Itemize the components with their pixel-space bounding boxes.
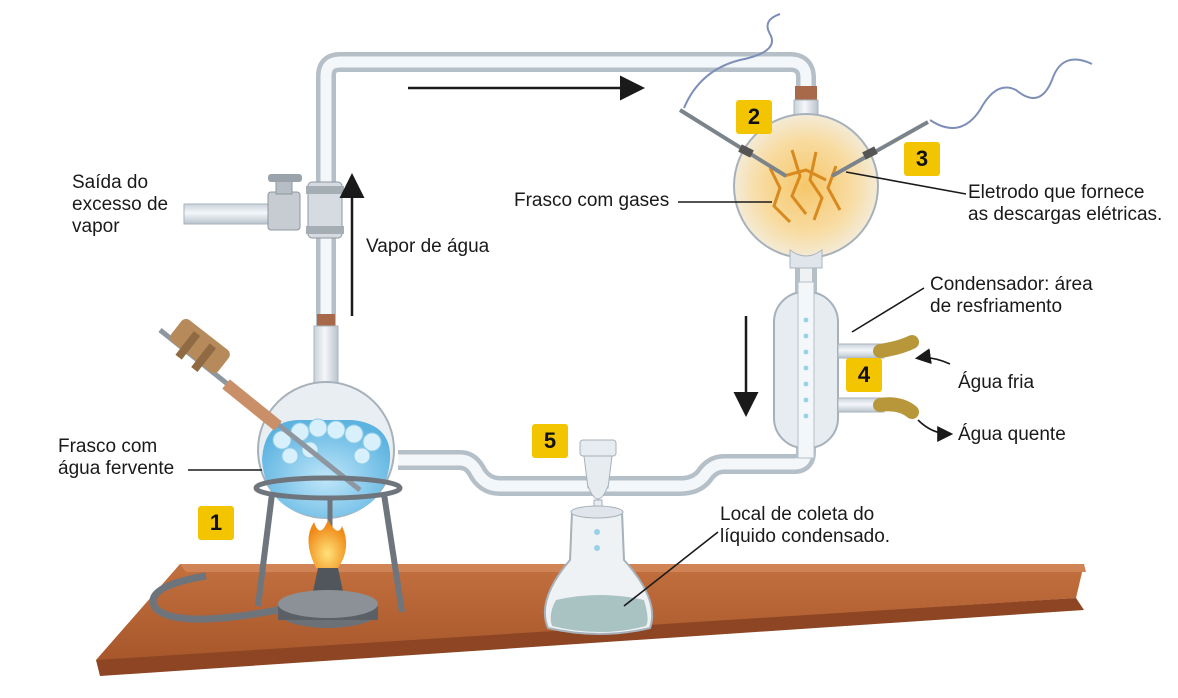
condenser-label: Condensador: área de resfriamento — [930, 274, 1093, 317]
badge-2: 2 — [736, 100, 772, 134]
badge-4: 4 — [846, 358, 882, 392]
flame — [308, 520, 347, 568]
collection-label: Local de coleta do líquido condensado. — [720, 504, 891, 547]
rubber-stopper — [170, 318, 230, 374]
badge-5: 5 — [532, 424, 568, 458]
steam-outlet-valve — [183, 174, 344, 239]
joint-ring — [317, 314, 335, 328]
collection-trap — [579, 439, 617, 515]
electric-discharge — [768, 149, 842, 224]
bunsen-burner — [149, 568, 378, 628]
electrodes — [678, 108, 929, 178]
electrode-label: Eletrodo que fornece as descargas elétri… — [968, 182, 1163, 225]
cold-water-label: Água fria — [958, 372, 1035, 393]
gas-flask-label: Frasco com gases — [514, 190, 670, 211]
leader-lines — [188, 171, 967, 607]
flow-arrows — [339, 75, 759, 417]
electrode-wires — [683, 13, 1093, 129]
gas-flask — [733, 99, 879, 269]
glass-tubing — [316, 52, 817, 496]
hot-water-label: Água quente — [958, 424, 1066, 445]
badge-1: 1 — [198, 506, 234, 540]
badge-3: 3 — [904, 142, 940, 176]
steam-outlet-label: Saída do excesso de vapor — [72, 172, 169, 237]
erlenmeyer-flask — [543, 505, 654, 635]
boiling-flask-label: Frasco com água fervente — [58, 436, 175, 479]
boiling-flask — [158, 318, 395, 519]
condenser — [773, 281, 919, 459]
water-vapor-label: Vapor de água — [366, 236, 490, 257]
